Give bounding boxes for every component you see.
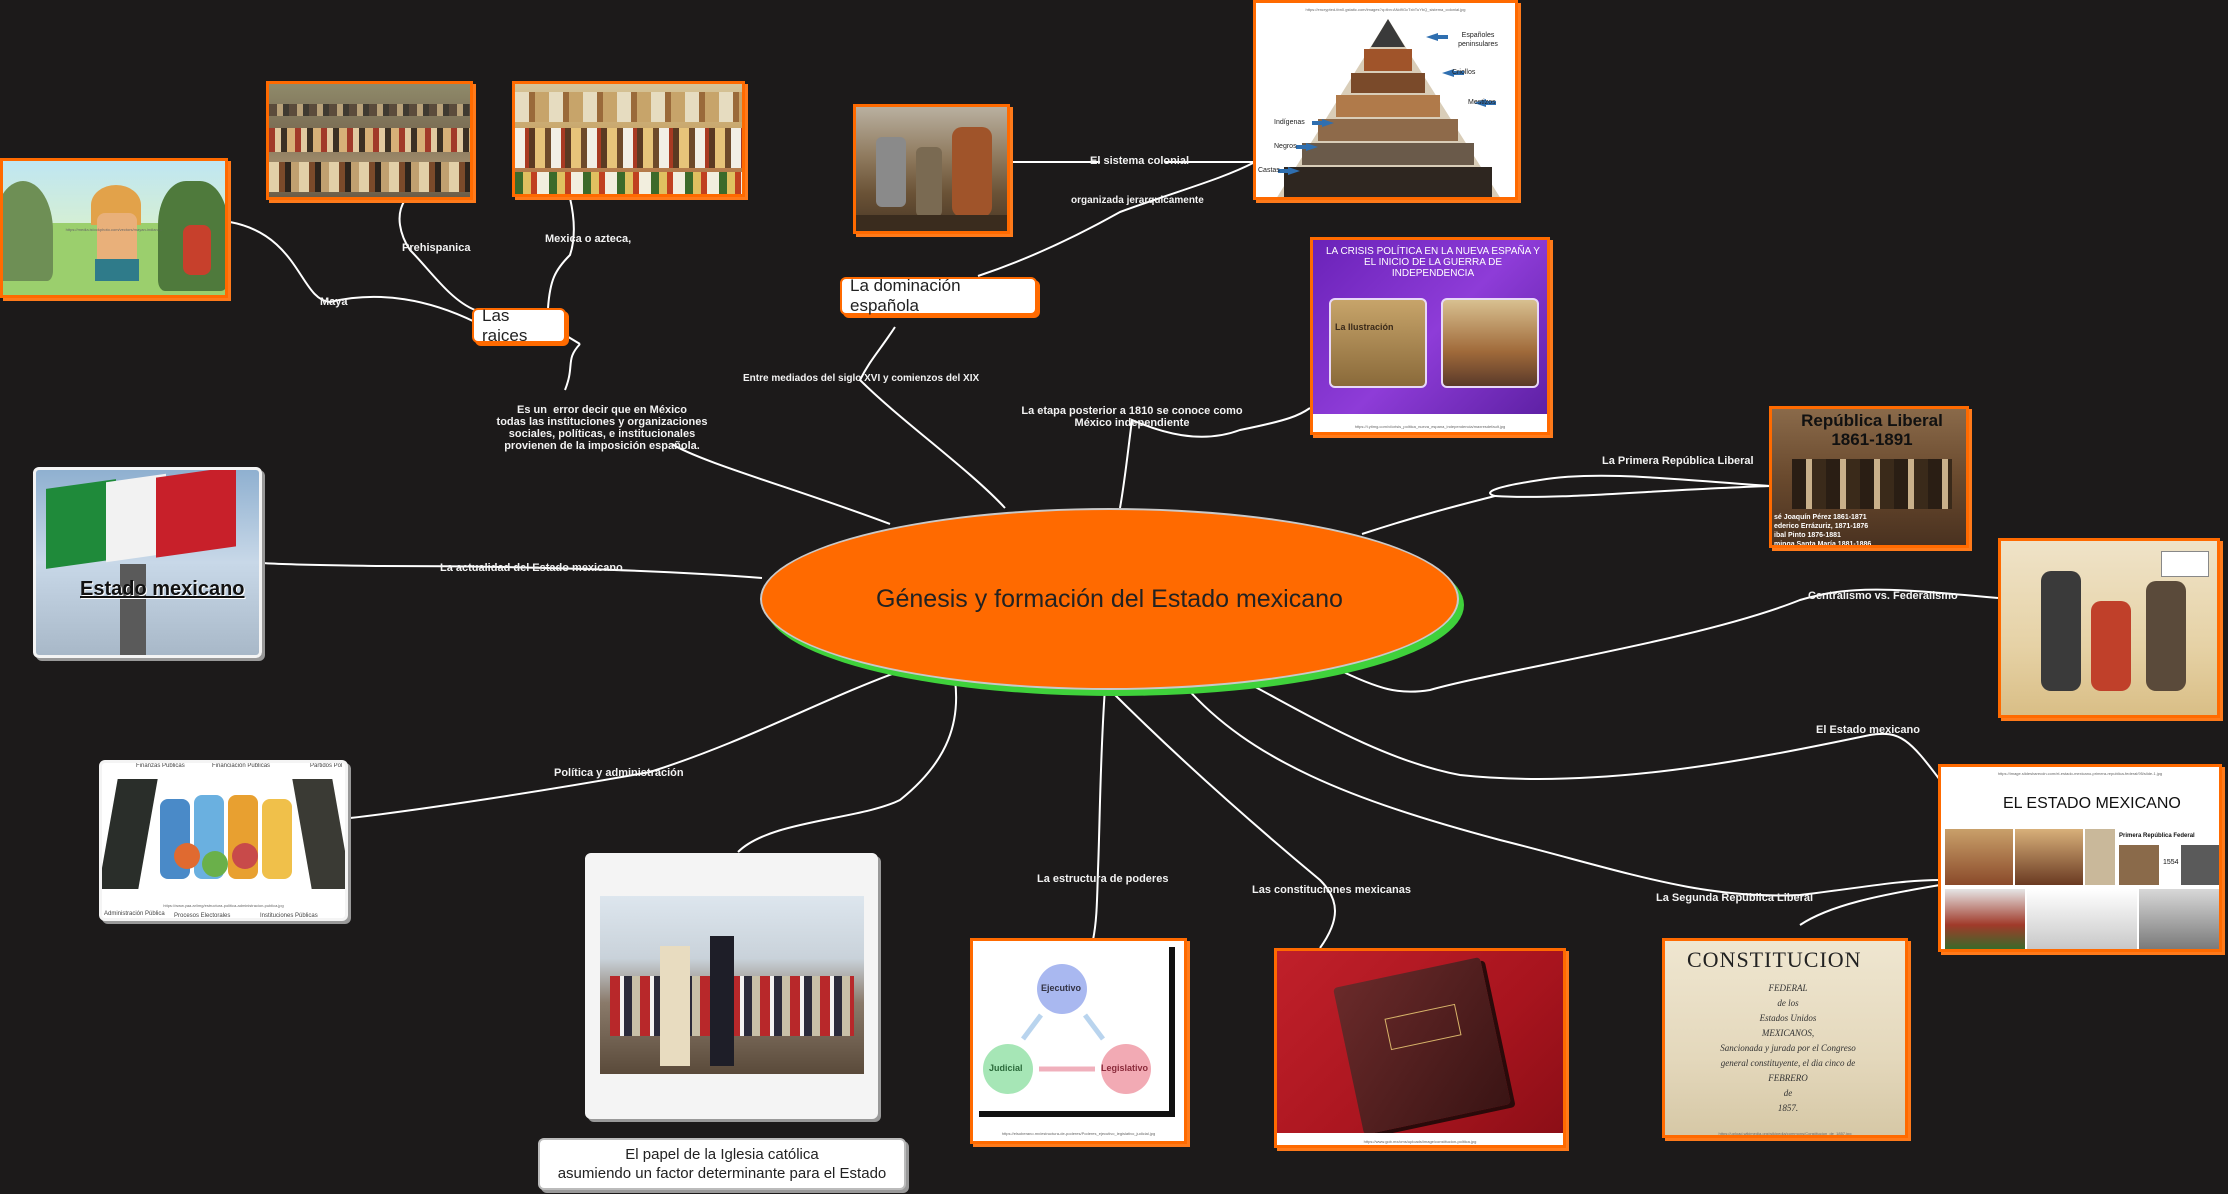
image-el-estado-mexicano[interactable]: https://image.slidesharecdn.com/el-estad… <box>1938 764 2222 952</box>
node-iglesia-catolica[interactable]: El papel de la Iglesia católica asumiend… <box>538 1138 906 1190</box>
node-dominacion-espanola[interactable]: La dominación española <box>840 276 1037 315</box>
image-pyramid-url: https://encrypted-tbn0.gstatic.com/image… <box>1305 7 1466 12</box>
label-mediados: Entre mediados del siglo XVI y comienzos… <box>743 373 980 384</box>
label-centralismo: Centralismo vs. Federalismo <box>1808 590 1958 602</box>
image-republica-liberal[interactable]: República Liberal 1861-1891 sé Joaquín P… <box>1769 406 1969 548</box>
image-maya-url: https://media.istockphoto.com/vectors/ma… <box>65 227 163 232</box>
image-estructura-poderes[interactable]: Ejecutivo Judicial Legislativo https://e… <box>970 938 1187 1144</box>
republica-title: República Liberal 1861-1891 <box>1801 411 1943 449</box>
image-mexica[interactable] <box>512 81 745 197</box>
politica-bottom-1: Administración Pública <box>104 911 165 917</box>
link-segunda <box>1184 685 1941 897</box>
link-error <box>564 343 891 525</box>
link-prehispanica <box>398 199 476 311</box>
label-politica-administracion: Política y administración <box>554 767 684 779</box>
image-constituciones-url: https://www.gob.mx/cms/uploads/image/con… <box>1363 1139 1477 1144</box>
link-estructura <box>1092 687 1106 941</box>
label-prehispanica: Prehispanica <box>402 242 471 254</box>
label-estructura-poderes: La estructura de poderes <box>1037 873 1169 885</box>
el-estado-title: EL ESTADO MEXICANO <box>2003 795 2181 812</box>
label-posterior-1810: La etapa posterior a 1810 se conoce como… <box>1021 405 1243 429</box>
politica-top-1: Finanzas Publicas <box>136 763 185 769</box>
pyramid-label-indigenas: Indígenas <box>1274 119 1305 126</box>
poder-legislativo: Legislativo <box>1101 1063 1149 1073</box>
label-segunda-republica: La Segunda República Liberal <box>1656 892 1814 904</box>
node-dominacion-label: La dominación española <box>850 276 961 315</box>
label-sistema-colonial: El sistema colonial <box>1090 155 1190 167</box>
label-jerarquica: organizada jerarquicamente <box>1071 195 1204 206</box>
node-iglesia-label: El papel de la Iglesia católica asumiend… <box>557 1146 887 1182</box>
label-el-estado-mexicano: El Estado mexicano <box>1816 724 1920 736</box>
link-1810 <box>1119 407 1311 509</box>
link-el-estado <box>1241 679 1941 781</box>
link-iglesia <box>737 679 958 853</box>
constitucion-lines: FEDERAL de los Estados Unidos MEXICANOS,… <box>1720 983 1856 1113</box>
node-las-raices[interactable]: Las raices <box>472 305 566 345</box>
link-constituciones <box>1107 687 1336 949</box>
image-poderes-url: https://elsoberano.mx/estructura-de-pode… <box>1001 1131 1156 1136</box>
link-mexica <box>547 197 575 309</box>
el-estado-year: 1554 <box>2163 859 2179 866</box>
image-dominacion[interactable] <box>853 104 1010 234</box>
link-mediados <box>858 326 1006 509</box>
pyramid-label-negros: Negros <box>1274 143 1297 150</box>
image-crisis-politica[interactable]: LA CRISIS POLÍTICA EN LA NUEVA ESPAÑA Y … <box>1310 237 1550 435</box>
link-centralismo <box>1334 588 1999 693</box>
link-sistema-colonial <box>977 161 1256 277</box>
image-crisis-url: https://i.ytimg.com/vi/crisis_politica_n… <box>1354 424 1506 429</box>
el-estado-sub: Primera República Federal <box>2119 833 2195 839</box>
link-politica <box>349 669 904 819</box>
poder-ejecutivo: Ejecutivo <box>1041 983 1082 993</box>
pyramid-label-espanoles: Españoles peninsulares <box>1458 32 1498 48</box>
politica-top-2: Financiación Publicas <box>212 763 271 769</box>
image-politica-url: https://www.yaa.ar/img/estructura-politi… <box>163 903 284 908</box>
pyramid-graphic <box>1277 19 1500 197</box>
image-constituciones[interactable]: https://www.gob.mx/cms/uploads/image/con… <box>1274 948 1566 1148</box>
pyramid-label-criollos: Criollos <box>1452 69 1476 76</box>
image-estado-mexicano-flag[interactable]: Estado mexicano <box>33 467 262 658</box>
link-maya <box>229 221 476 323</box>
image-sistema-colonial[interactable]: https://encrypted-tbn0.gstatic.com/image… <box>1253 0 1518 200</box>
image-constitucion-url: https://upload.wikimedia.org/wikipedia/c… <box>1718 1131 1852 1136</box>
label-primera-republica: La Primera República Liberal <box>1602 455 1754 467</box>
crisis-sub: La Ilustración <box>1335 322 1394 332</box>
politica-top-3: Partidos Pol <box>310 763 343 769</box>
republica-names: sé Joaquín Pérez 1861-1871 ederico Erráz… <box>1774 514 1872 548</box>
image-iglesia[interactable] <box>585 853 878 1119</box>
image-prehispanica[interactable] <box>266 81 473 200</box>
image-el-estado-url: https://image.slidesharecdn.com/el-estad… <box>1997 771 2163 776</box>
poderes-graphic <box>979 947 1175 1117</box>
label-maya: Maya <box>320 296 348 308</box>
image-maya[interactable]: https://media.istockphoto.com/vectors/ma… <box>0 158 228 298</box>
image-centralismo[interactable] <box>1998 538 2220 718</box>
politica-bottom-3: Instituciones Públicas <box>260 913 318 919</box>
label-constituciones: Las constituciones mexicanas <box>1252 884 1411 896</box>
central-topic-label: Génesis y formación del Estado mexicano <box>876 584 1343 613</box>
link-primera <box>1361 474 1771 535</box>
pyramid-label-castas: Castas <box>1258 167 1280 174</box>
central-topic[interactable]: Génesis y formación del Estado mexicano <box>760 508 1459 690</box>
label-mexica: Mexica o azteca, <box>545 233 632 245</box>
pyramid-label-mestizos: Mestizos <box>1468 99 1496 106</box>
politica-bottom-2: Procesos Electorales <box>174 913 231 919</box>
crisis-title: LA CRISIS POLÍTICA EN LA NUEVA ESPAÑA Y … <box>1326 246 1540 279</box>
label-actualidad: La actualidad del Estado mexicano <box>440 562 623 574</box>
poder-judicial: Judicial <box>989 1063 1023 1073</box>
image-politica-administracion[interactable]: Finanzas Publicas Financiación Publicas … <box>99 760 348 921</box>
node-las-raices-label: Las raices <box>482 305 528 345</box>
link-actualidad <box>261 562 763 579</box>
estado-card-title: Estado mexicano <box>80 578 245 600</box>
label-error: Es un error decir que en México todas la… <box>496 404 708 452</box>
image-constitucion-1857[interactable]: CONSTITUCION FEDERAL de los Estados Unid… <box>1662 938 1908 1138</box>
constitucion-title: CONSTITUCION <box>1687 947 1862 972</box>
